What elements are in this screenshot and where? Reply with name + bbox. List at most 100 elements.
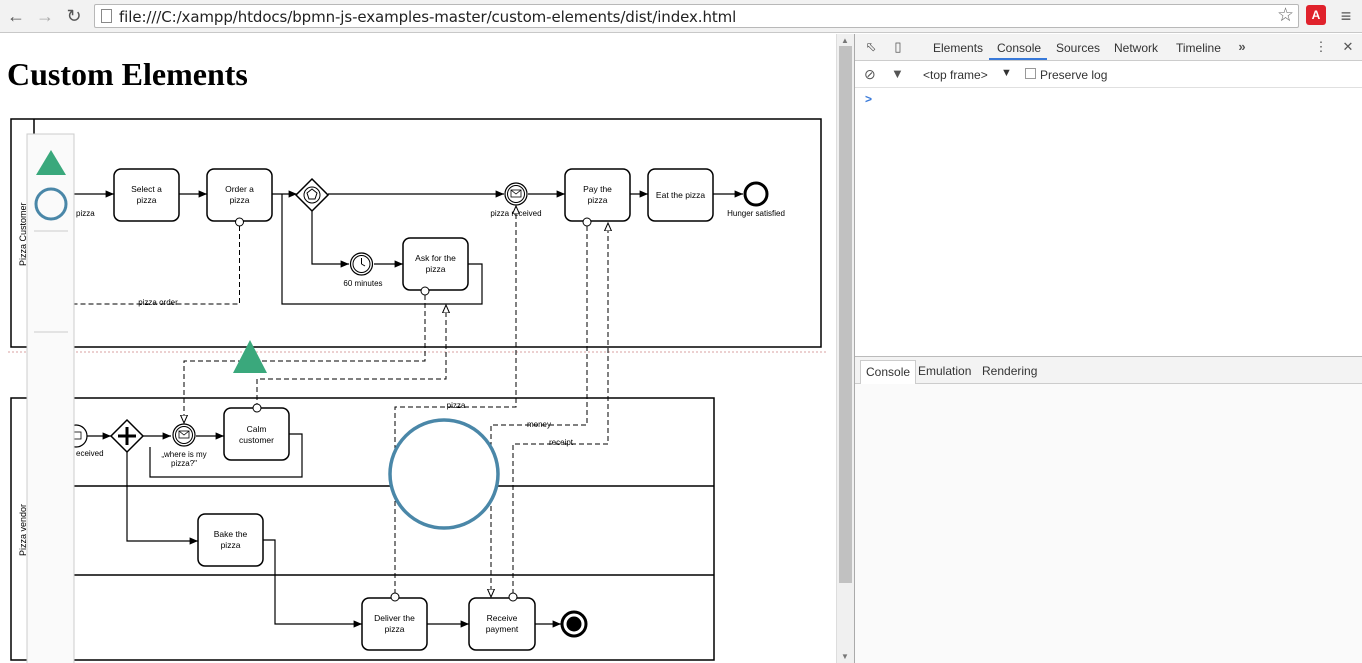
svg-text:pizza order: pizza order [138, 298, 178, 307]
drawer-tab-console[interactable]: Console [860, 360, 917, 384]
task-calm-customer[interactable]: Calm customer [223, 403, 290, 461]
dock-menu-icon[interactable]: ⋮ [1314, 39, 1328, 54]
task-label: Select a [131, 184, 162, 194]
event-gateway[interactable] [294, 177, 330, 213]
task-deliver-pizza[interactable]: Deliver the pizza [361, 592, 428, 651]
tab-elements[interactable]: Elements [933, 41, 984, 55]
task-eat-pizza[interactable]: Eat the pizza [647, 168, 714, 222]
task-label: pizza [385, 624, 405, 634]
star-icon[interactable]: ☆ [1276, 5, 1294, 26]
inspect-icon[interactable]: ⬁ [865, 39, 877, 54]
address-bar[interactable]: file:///C:/xampp/htdocs/bpmn-js-examples… [94, 4, 1299, 28]
event-label: pizza?" [171, 459, 197, 468]
svg-text:money: money [527, 420, 551, 429]
tab-network[interactable]: Network [1114, 41, 1159, 55]
start-label: pizza [76, 209, 95, 218]
task-receive-payment[interactable]: Receive payment [468, 592, 536, 651]
devtools-drawer: Console Emulation Rendering [855, 356, 1362, 663]
pool-label: Pizza vendor [18, 504, 28, 556]
message-event-where[interactable]: „where is my pizza?" [161, 423, 207, 468]
flow-label-money: money [527, 420, 551, 429]
task-pay-pizza[interactable]: Pay the pizza [564, 168, 631, 227]
task-label: Deliver the [374, 613, 415, 623]
more-tabs-icon[interactable]: » [1238, 39, 1246, 54]
pool-pizza-customer[interactable]: Pizza Customer [10, 118, 822, 348]
palette-triangle-tool[interactable] [36, 150, 66, 175]
page-icon [101, 9, 112, 23]
chevron-down-icon[interactable]: ▼ [1001, 67, 1012, 79]
devtools-panel: ⬁ ▯ Elements Console Sources Network Tim… [854, 34, 1362, 663]
console-filter-bar: ⊘ ▼ <top frame> ▼ Preserve log [855, 62, 1362, 88]
end-label: Hunger satisfied [727, 209, 785, 218]
clear-icon[interactable]: ⊘ [864, 66, 876, 82]
bpmn-canvas[interactable]: Pizza Customer Pizza vendor piz [0, 34, 836, 663]
extension-icon[interactable]: A [1306, 5, 1326, 25]
tab-console[interactable]: Console [997, 41, 1042, 55]
back-arrow-icon[interactable]: ← [7, 6, 25, 26]
parallel-gateway[interactable] [109, 418, 145, 454]
menu-icon[interactable]: ≡ [1340, 6, 1352, 26]
task-label: pizza [588, 195, 608, 205]
vendor-flows [87, 432, 561, 628]
task-ask-for-pizza[interactable]: Ask for the pizza [402, 237, 469, 296]
svg-text:receipt: receipt [549, 438, 574, 447]
task-bake-pizza[interactable]: Bake the pizza [197, 513, 264, 567]
drawer-tab-rendering[interactable]: Rendering [982, 364, 1038, 378]
task-label: Bake the [214, 529, 248, 539]
drawer-tabs: Console Emulation Rendering [855, 357, 1362, 384]
tab-sources[interactable]: Sources [1056, 41, 1101, 55]
frame-select[interactable]: <top frame> [923, 68, 988, 82]
flow-label-receipt: receipt [549, 438, 574, 447]
svg-text:pizza: pizza [447, 401, 466, 410]
devtools-toolbar: ⬁ ▯ Elements Console Sources Network Tim… [855, 34, 1362, 61]
drawer-tab-emulation[interactable]: Emulation [918, 364, 972, 378]
palette [26, 133, 75, 663]
console-prompt[interactable]: > [865, 92, 873, 106]
event-label: „where is my [161, 450, 206, 459]
page-scrollbar[interactable]: ▲ ▼ [836, 34, 854, 663]
task-label: payment [486, 624, 519, 634]
tab-timeline[interactable]: Timeline [1176, 41, 1221, 55]
task-label: customer [239, 435, 274, 445]
custom-triangle-element[interactable] [233, 340, 267, 373]
url-text[interactable]: file:///C:/xampp/htdocs/bpmn-js-examples… [119, 8, 737, 26]
start-event-customer[interactable]: pizza [76, 209, 95, 218]
custom-circle-element[interactable] [388, 418, 500, 530]
task-label: Ask for the [415, 253, 456, 263]
timer-label: 60 minutes [343, 279, 382, 288]
end-event-vendor[interactable] [560, 610, 588, 638]
pool-pizza-vendor[interactable]: Pizza vendor [10, 397, 715, 661]
task-order-pizza[interactable]: Order a pizza [206, 168, 273, 227]
task-label: pizza [426, 264, 446, 274]
browser-toolbar: ← → ↻ file:///C:/xampp/htdocs/bpmn-js-ex… [0, 0, 1362, 33]
task-label: pizza [137, 195, 157, 205]
end-event-hunger[interactable]: Hunger satisfied [727, 181, 785, 218]
task-label: pizza [230, 195, 250, 205]
task-label: Pay the [583, 184, 612, 194]
start-label: eceived [76, 449, 104, 458]
scroll-down-icon[interactable]: ▼ [841, 652, 849, 661]
palette-circle-tool[interactable] [34, 187, 68, 221]
scroll-up-icon[interactable]: ▲ [841, 36, 849, 45]
task-label: Eat the pizza [656, 190, 705, 200]
forward-arrow-icon[interactable]: → [36, 6, 54, 26]
flow-label-pizza: pizza [447, 401, 466, 410]
preserve-log-label: Preserve log [1040, 68, 1108, 82]
task-label: Receive [487, 613, 518, 623]
message-flows [74, 206, 608, 597]
timer-event[interactable]: 60 minutes [343, 252, 383, 288]
flow-label-pizza-order: pizza order [138, 298, 178, 307]
scroll-thumb[interactable] [839, 46, 852, 583]
close-icon[interactable]: ✕ [1342, 39, 1354, 54]
customer-flows [74, 190, 743, 305]
pool-label: Pizza Customer [18, 202, 28, 266]
device-icon[interactable]: ▯ [894, 39, 902, 54]
preserve-log-checkbox[interactable] [1025, 68, 1036, 79]
filter-icon[interactable]: ▼ [891, 66, 904, 81]
task-select-pizza[interactable]: Select a pizza [113, 168, 180, 222]
reload-icon[interactable]: ↻ [66, 6, 82, 26]
page-viewport: Custom Elements Pizza Customer Pizza ven… [0, 34, 836, 663]
task-label: pizza [221, 540, 241, 550]
active-tab-indicator [989, 58, 1047, 60]
message-event-received[interactable]: pizza received [490, 182, 542, 218]
